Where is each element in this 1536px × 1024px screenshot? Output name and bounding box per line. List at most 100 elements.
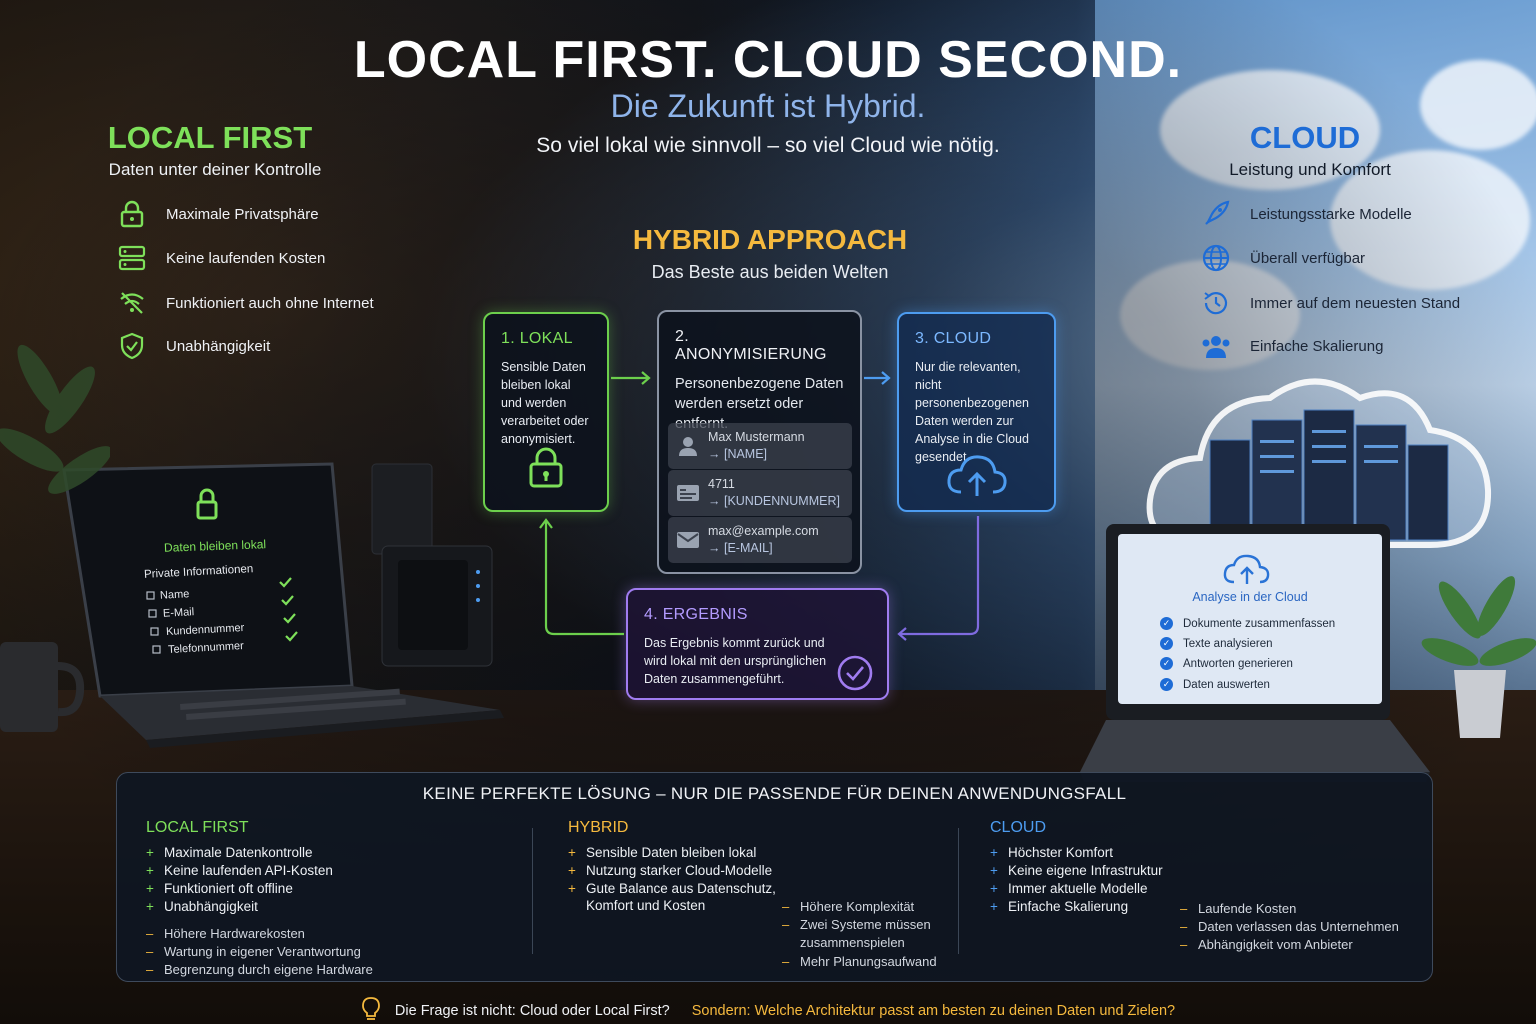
local-feature: Funktioniert auch ohne Internet bbox=[116, 287, 374, 319]
plant bbox=[1421, 576, 1536, 738]
pro-item: +Keine eigene Infrastruktur bbox=[990, 863, 1163, 878]
cloud-feature: Immer auf dem neuesten Stand bbox=[1200, 287, 1460, 319]
footer-question: Die Frage ist nicht: Cloud oder Local Fi… bbox=[394, 1003, 670, 1019]
local-first-subtitle: Daten unter deiner Kontrolle bbox=[108, 160, 322, 179]
check-icon: ✓ bbox=[1160, 657, 1173, 670]
plant bbox=[0, 344, 110, 494]
anon-tag: → [NAME] bbox=[708, 447, 768, 461]
con-item: –Höhere Komplexität bbox=[782, 899, 915, 914]
check-icon: ✓ bbox=[1160, 678, 1173, 691]
page-subtitle: Die Zukunft ist Hybrid. bbox=[610, 88, 926, 124]
page-title: LOCAL FIRST. CLOUD SECOND. bbox=[353, 31, 1183, 89]
lightbulb-icon bbox=[361, 996, 381, 1024]
cloud-title: CLOUD bbox=[1249, 120, 1361, 155]
footer: Die Frage ist nicht: Cloud oder Local Fi… bbox=[0, 996, 1536, 1024]
local-feature-label: Funktioniert auch ohne Internet bbox=[166, 294, 374, 312]
cloud-feature: Leistungsstarke Modelle bbox=[1200, 198, 1412, 230]
anon-row: 4711→ [KUNDENNUMMER] bbox=[668, 470, 852, 516]
divider bbox=[958, 828, 959, 954]
compare-cloud-title: CLOUD bbox=[990, 819, 1047, 836]
cloud-feature-label: Überall verfügbar bbox=[1250, 249, 1366, 267]
local-feature: Unabhängigkeit bbox=[116, 330, 270, 362]
check-circle-icon bbox=[836, 654, 874, 697]
check-icon: ✓ bbox=[1160, 637, 1173, 650]
cloud-feature: Einfache Skalierung bbox=[1200, 330, 1383, 362]
con-item: –Höhere Hardwarekosten bbox=[146, 926, 305, 941]
anon-tag: → [E-MAIL] bbox=[708, 541, 773, 555]
step-text: Nur die relevanten, nicht personenbezoge… bbox=[915, 360, 1029, 464]
pro-item: +Höchster Komfort bbox=[990, 845, 1114, 860]
pro-item: +Einfache Skalierung bbox=[990, 899, 1129, 914]
nas-device bbox=[371, 463, 493, 667]
step-text: Das Ergebnis kommt zurück und wird lokal… bbox=[644, 636, 827, 686]
id-card-icon bbox=[668, 484, 708, 502]
user-icon bbox=[668, 435, 708, 457]
anon-value: Max Mustermann bbox=[708, 430, 805, 444]
con-item: –Wartung in eigener Verantwortung bbox=[146, 944, 361, 959]
local-first-title: LOCAL FIRST bbox=[107, 120, 313, 155]
cloud-server-illustration bbox=[1146, 378, 1492, 548]
pro-item: +Funktioniert oft offline bbox=[146, 881, 293, 896]
pro-item: Komfort und Kosten bbox=[586, 898, 706, 913]
con-item: –Abhängigkeit vom Anbieter bbox=[1180, 937, 1353, 952]
shield-check-icon bbox=[116, 330, 148, 362]
cloud-analysis-item: ✓ Daten auswerten bbox=[1160, 678, 1270, 691]
laptop-item: Name bbox=[159, 588, 190, 602]
step-title: 1. LOKAL bbox=[501, 330, 573, 347]
anon-tag: → [KUNDENNUMMER] bbox=[708, 494, 840, 508]
left-laptop bbox=[62, 462, 504, 748]
local-feature: Maximale Privatsphäre bbox=[116, 198, 319, 230]
wifi-off-icon bbox=[116, 287, 148, 319]
cloud-analysis-label: Daten auswerten bbox=[1183, 678, 1270, 691]
compare-local-title: LOCAL FIRST bbox=[146, 819, 249, 836]
cloud-feature: Überall verfügbar bbox=[1200, 242, 1365, 274]
pro-item: +Unabhängigkeit bbox=[146, 899, 258, 914]
con-item: zusammenspielen bbox=[800, 935, 905, 950]
cloud-analysis-title: Analyse in der Cloud bbox=[1192, 590, 1308, 604]
pro-item: +Gute Balance aus Datenschutz, bbox=[568, 881, 776, 896]
cloud-feature-label: Immer auf dem neuesten Stand bbox=[1250, 294, 1461, 312]
pro-item: +Keine laufenden API-Kosten bbox=[146, 863, 333, 878]
con-item: –Daten verlassen das Unternehmen bbox=[1180, 919, 1399, 934]
cloud-analysis-item: ✓ Antworten generieren bbox=[1160, 657, 1293, 670]
hybrid-subtitle: Das Beste aus beiden Welten bbox=[651, 262, 889, 282]
hybrid-title: HYBRID APPROACH bbox=[632, 224, 908, 255]
mail-icon bbox=[668, 531, 708, 549]
anon-value: max@example.com bbox=[708, 524, 819, 538]
con-item: –Zwei Systeme müssen bbox=[782, 917, 931, 932]
cloud-analysis-label: Dokumente zusammenfassen bbox=[1183, 617, 1336, 630]
divider bbox=[532, 828, 533, 954]
lock-icon bbox=[527, 446, 565, 495]
step-lokal: 1. LOKAL Sensible Daten bleiben lokal un… bbox=[483, 312, 609, 512]
cloud-analysis-item: ✓ Dokumente zusammenfassen bbox=[1160, 617, 1335, 630]
cloud-subtitle: Leistung und Komfort bbox=[1229, 160, 1391, 179]
mug bbox=[0, 642, 85, 732]
anon-row: max@example.com → [E-MAIL] bbox=[668, 517, 852, 563]
cloud-analysis-label: Texte analysieren bbox=[1183, 637, 1273, 650]
pro-item: +Sensible Daten bleiben lokal bbox=[568, 845, 757, 860]
cloud-analysis-label: Antworten generieren bbox=[1183, 657, 1293, 670]
lock-icon bbox=[116, 198, 148, 230]
step-text: Sensible Daten bleiben lokal und werden … bbox=[501, 360, 589, 446]
step-title: 3. CLOUD bbox=[915, 330, 992, 347]
comparison-heading: KEINE PERFEKTE LÖSUNG – NUR DIE PASSENDE… bbox=[422, 784, 1127, 803]
cloud-analysis-item: ✓ Texte analysieren bbox=[1160, 637, 1273, 650]
pro-item: +Nutzung starker Cloud-Modelle bbox=[568, 863, 773, 878]
con-item: –Begrenzung durch eigene Hardware bbox=[146, 962, 373, 977]
comparison-panel bbox=[116, 772, 1433, 982]
step-cloud: 3. CLOUD Nur die relevanten, nicht perso… bbox=[897, 312, 1056, 512]
cloud-feature-label: Einfache Skalierung bbox=[1250, 337, 1384, 355]
anon-row: Max Mustermann → [NAME] bbox=[668, 423, 852, 469]
users-icon bbox=[1200, 330, 1232, 362]
laptop-item: E-Mail bbox=[162, 606, 195, 620]
step-ergebnis: 4. ERGEBNIS Das Ergebnis kommt zurück un… bbox=[626, 588, 889, 700]
con-item: –Laufende Kosten bbox=[1180, 901, 1297, 916]
step-title: 2. ANONYMISIERUNG bbox=[675, 328, 827, 363]
local-feature: Keine laufenden Kosten bbox=[116, 242, 325, 274]
local-feature-label: Keine laufenden Kosten bbox=[166, 249, 326, 267]
server-icon bbox=[116, 242, 148, 274]
local-feature-label: Maximale Privatsphäre bbox=[166, 205, 319, 223]
check-icon: ✓ bbox=[1160, 617, 1173, 630]
con-item: –Mehr Planungsaufwand bbox=[782, 954, 937, 969]
pro-item: +Immer aktuelle Modelle bbox=[990, 881, 1148, 896]
